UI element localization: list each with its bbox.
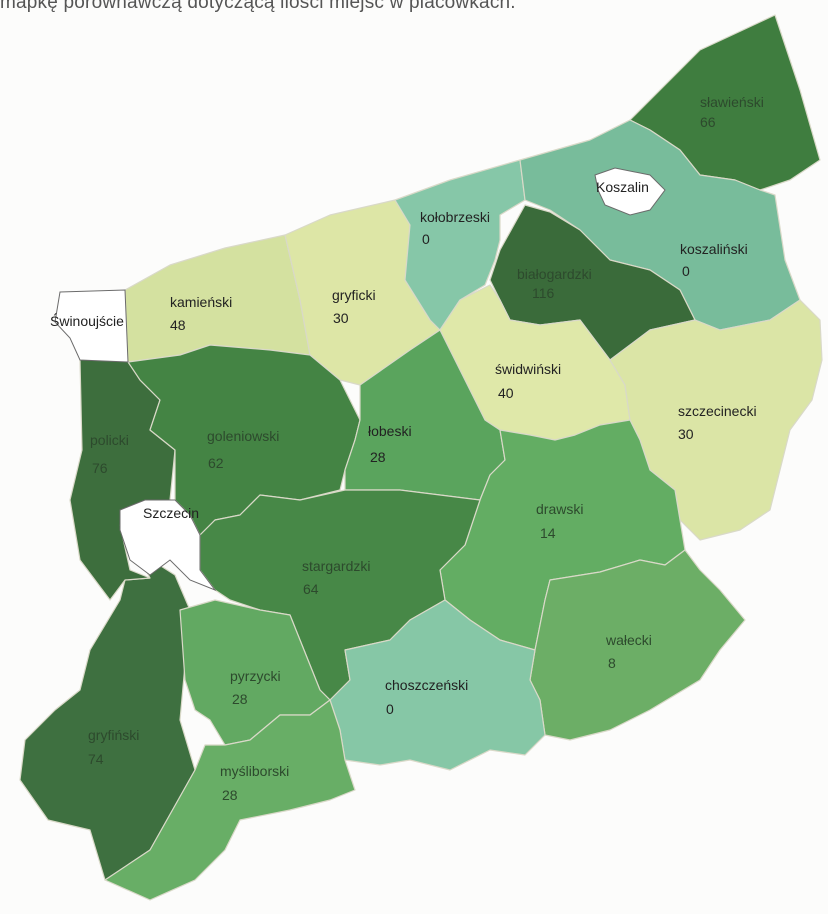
label-policki-value: 76 [92, 460, 108, 476]
label-koszalinski-value: 0 [682, 263, 690, 279]
label-walecki-value: 8 [608, 655, 616, 671]
label-swinoujscie: Świnoujście [50, 312, 124, 329]
label-slawienski-name: sławieński [700, 94, 764, 110]
label-szczecinecki-value: 30 [678, 426, 694, 442]
label-szczecinecki-name: szczecinecki [678, 403, 757, 419]
label-mysliborski-name: myśliborski [220, 763, 289, 779]
label-stargardzki-value: 64 [303, 581, 319, 597]
region-mysliborski[interactable] [104, 699, 356, 901]
label-lobeski-value: 28 [370, 449, 386, 465]
label-swidwinski-value: 40 [498, 385, 514, 401]
label-kamienski-name: kamieński [170, 294, 232, 310]
label-goleniowski-name: goleniowski [207, 428, 279, 444]
label-szczecin: Szczecin [143, 505, 199, 521]
city-szczecin [119, 499, 217, 592]
caption-text: mapkę porównawczą dotyczącą ilości miejs… [0, 0, 516, 13]
label-goleniowski-value: 62 [208, 455, 224, 471]
label-bialogardzki-value: 116 [532, 285, 555, 301]
label-swidwinski-name: świdwiński [495, 361, 561, 377]
label-choszczenski-name: choszczeński [385, 677, 468, 693]
label-stargardzki-name: stargardzki [302, 558, 370, 574]
label-pyrzycki-value: 28 [232, 691, 248, 707]
label-kamienski-value: 48 [170, 317, 186, 333]
label-choszczenski-value: 0 [386, 701, 394, 717]
label-drawski-name: drawski [536, 501, 583, 517]
label-drawski-value: 14 [540, 525, 556, 541]
label-bialogardzki-name: białogardzki [517, 266, 592, 282]
city-koszalin [594, 167, 666, 216]
label-mysliborski-value: 28 [222, 787, 238, 803]
label-kolobrzeski-value: 0 [422, 231, 430, 247]
label-koszalinski-name: koszaliński [680, 241, 748, 257]
city-swinoujscie [54, 289, 129, 363]
label-gryficki-name: gryficki [332, 287, 376, 303]
label-gryfinski-value: 74 [88, 751, 104, 767]
label-gryfinski-name: gryfiński [88, 727, 139, 743]
label-policki-name: policki [90, 432, 129, 448]
label-lobeski-name: łobeski [368, 423, 412, 439]
region-choszczenski[interactable] [329, 599, 546, 771]
label-koszalin: Koszalin [596, 179, 649, 195]
label-slawienski-value: 66 [700, 114, 716, 130]
label-pyrzycki-name: pyrzycki [230, 668, 281, 684]
label-walecki-name: wałecki [605, 632, 652, 648]
label-kolobrzeski-name: kołobrzeski [420, 209, 490, 225]
label-gryficki-value: 30 [333, 310, 349, 326]
